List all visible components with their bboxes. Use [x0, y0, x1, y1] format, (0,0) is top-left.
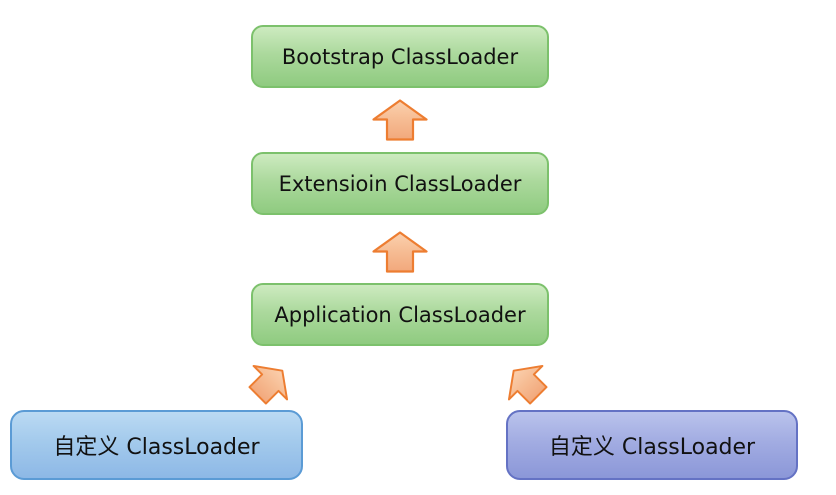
- node-custom-classloader-left: 自定义 ClassLoader: [10, 410, 303, 480]
- up-left-arrow-icon: [495, 352, 557, 414]
- up-arrow-icon: [372, 99, 428, 141]
- node-application-classloader: Application ClassLoader: [251, 283, 549, 346]
- node-bootstrap-classloader: Bootstrap ClassLoader: [251, 25, 549, 88]
- up-right-arrow-icon: [239, 352, 301, 414]
- node-custom-classloader-right: 自定义 ClassLoader: [506, 410, 798, 480]
- up-arrow-icon: [372, 231, 428, 273]
- node-extension-classloader: Extensioin ClassLoader: [251, 152, 549, 215]
